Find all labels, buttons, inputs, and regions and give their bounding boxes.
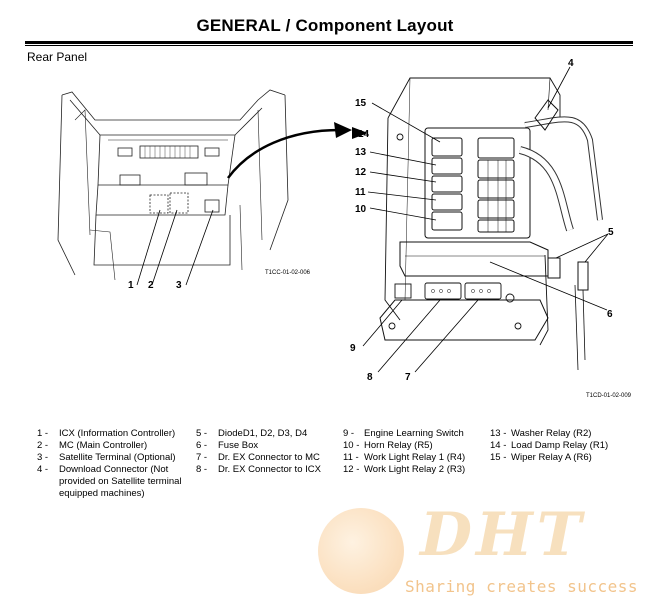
pointer-arrow: [226, 128, 341, 179]
callout-5: 5: [608, 227, 614, 238]
callout-15: 15: [355, 98, 367, 109]
legend-column-3: 9 -Engine Learning Switch 10 -Horn Relay…: [343, 428, 466, 475]
callout-3: 3: [176, 280, 182, 291]
callout-7: 7: [405, 372, 411, 383]
section-heading: Rear Panel: [27, 50, 88, 64]
component-diagram: 1 2 3 T1CC-01-02-006: [57, 58, 632, 399]
callout-9: 9: [350, 343, 356, 354]
callout-1: 1: [128, 280, 134, 291]
pointer-arrowhead: [334, 122, 352, 138]
left-callout-lines: [136, 209, 214, 286]
relay-panel-drawing: [379, 77, 603, 371]
callout-13: 13: [355, 147, 367, 158]
legend-column-1: 1 -ICX (Information Controller) 2 -MC (M…: [37, 428, 182, 499]
right-callout-lines: [362, 66, 609, 373]
left-figure-caption: T1CC-01-02-006: [265, 270, 311, 276]
callout-6: 6: [607, 309, 613, 320]
callout-14-arrowhead: [352, 127, 368, 139]
legend-column-2: 5 -DiodeD1, D2, D3, D4 6 -Fuse Box 7 -Dr…: [196, 428, 321, 475]
watermark-logo-text: DHT: [420, 500, 586, 570]
callout-8: 8: [367, 372, 373, 383]
callout-4: 4: [568, 58, 574, 69]
watermark-tagline: Sharing creates success: [405, 577, 639, 596]
title-rule: [25, 41, 633, 44]
title-rule-thin: [25, 45, 633, 46]
callout-10: 10: [355, 204, 367, 215]
watermark-logo-icon: [318, 508, 404, 594]
right-figure-caption: T1CD-01-02-009: [586, 393, 632, 399]
cab-rear-panel-drawing: [57, 89, 289, 281]
callout-12: 12: [355, 167, 367, 178]
callout-11: 11: [355, 187, 366, 198]
legend-column-4: 13 -Washer Relay (R2) 14 -Load Damp Rela…: [490, 428, 609, 463]
callout-2: 2: [148, 280, 154, 291]
callout-14: 14: [358, 129, 370, 140]
page-title: GENERAL / Component Layout: [196, 16, 454, 35]
